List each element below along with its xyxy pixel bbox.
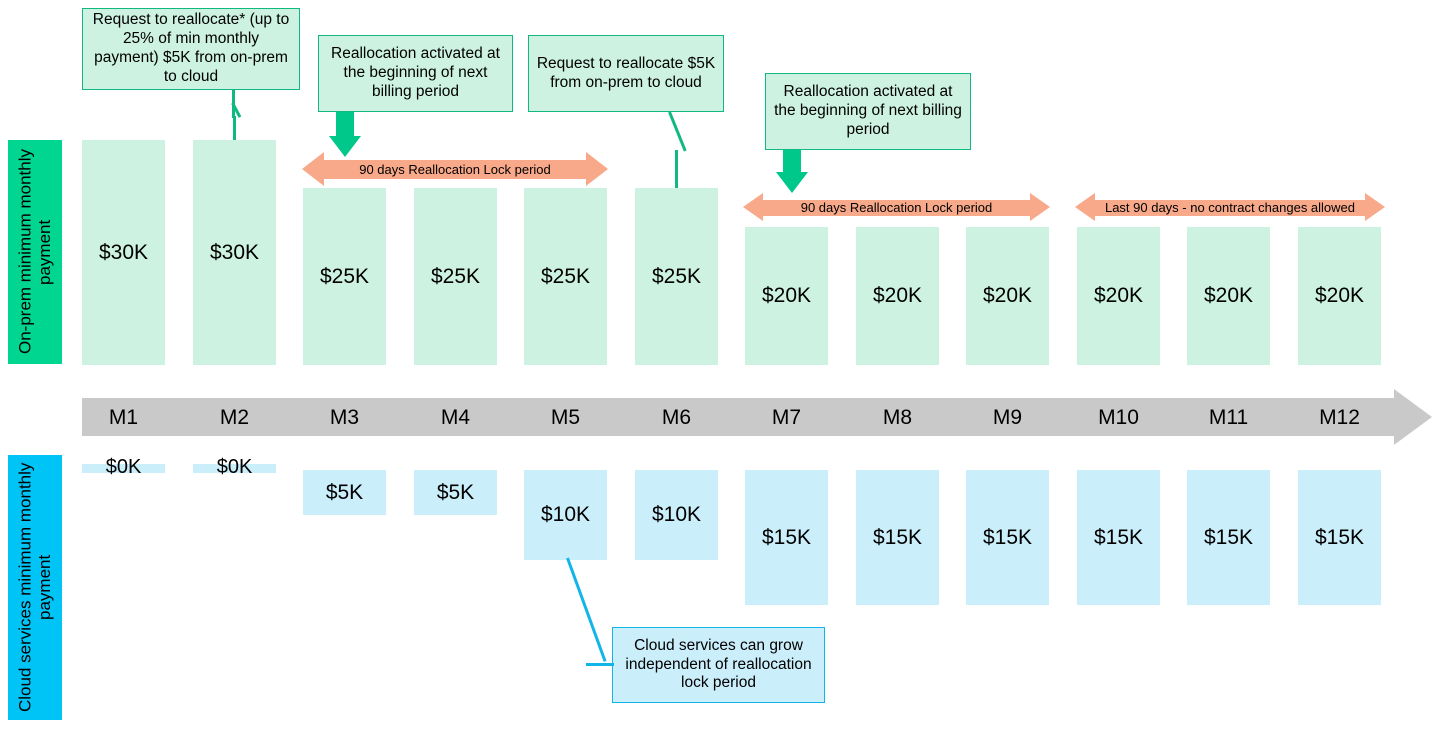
axis-tick-m11: M11 (1208, 406, 1249, 429)
bar-onprem-m4: $25K (414, 188, 497, 365)
bar-cloud-m12-label: $15K (1314, 525, 1365, 549)
axis-tick-m7: M7 (771, 406, 802, 429)
callout-request-reallocate-1[interactable]: Request to reallocate* (up to 25% of min… (82, 8, 300, 90)
lock-arrow-right-head (1365, 193, 1385, 221)
bar-onprem-m4-label: $25K (430, 264, 481, 288)
bar-cloud-m6-label: $10K (651, 503, 702, 526)
lock-period-1-label: 90 days Reallocation Lock period (359, 162, 551, 177)
axis-tick-m2: M2 (219, 406, 250, 429)
bar-cloud-m8: $15K (856, 470, 939, 605)
bar-cloud-m5-label: $10K (540, 503, 591, 526)
callout-reallocation-activated-2[interactable]: Reallocation activated at the beginning … (765, 73, 971, 150)
axis-tick-m9: M9 (992, 406, 1023, 429)
lock-arrow-left-head (743, 193, 763, 221)
callout-request-reallocate-2[interactable]: Request to reallocate $5K from on-prem t… (528, 35, 724, 112)
lock-arrow-shaft (324, 160, 586, 179)
lock-arrow-shaft (763, 200, 1030, 216)
connector-request-1-vertical-lower (233, 116, 236, 142)
bar-cloud-m7: $15K (745, 470, 828, 605)
timeline-axis-arrowhead (1394, 389, 1432, 445)
lock-period-2-label: 90 days Reallocation Lock period (800, 200, 993, 215)
lock-arrow-right-head (586, 152, 608, 186)
bar-onprem-m1: $30K (82, 140, 165, 365)
bar-onprem-m11: $20K (1187, 227, 1270, 365)
bar-onprem-m1-label: $30K (98, 240, 149, 264)
lock-period-3: Last 90 days - no contract changes allow… (1075, 193, 1385, 222)
bar-onprem-m2-label: $30K (209, 240, 260, 264)
bar-onprem-m7-label: $20K (761, 284, 812, 307)
connector-request-2-vertical (675, 150, 678, 190)
bar-cloud-m5: $10K (524, 470, 607, 560)
bar-onprem-m5: $25K (524, 188, 607, 365)
bar-cloud-m4-label: $5K (436, 480, 475, 504)
bar-onprem-m10-label: $20K (1093, 284, 1144, 307)
bar-onprem-m2: $30K (193, 140, 276, 365)
timeline-axis-shaft (82, 398, 1394, 436)
activation-arrow-1 (325, 112, 365, 157)
bar-onprem-m6: $25K (635, 188, 718, 365)
bar-onprem-m9-label: $20K (982, 284, 1033, 307)
bar-onprem-m12: $20K (1298, 227, 1381, 365)
bar-cloud-m9-label: $15K (982, 525, 1033, 549)
lock-arrow-shaft (1095, 200, 1365, 216)
bar-onprem-m7: $20K (745, 227, 828, 365)
activation-arrow-2 (772, 150, 812, 195)
lock-period-1: 90 days Reallocation Lock period (302, 152, 608, 187)
axis-tick-m3: M3 (329, 406, 360, 429)
bar-cloud-m9: $15K (966, 470, 1049, 605)
callout-cloud-grow[interactable]: Cloud services can grow independent of r… (612, 627, 825, 703)
axis-tick-m6: M6 (661, 406, 692, 429)
connector-cloud-grow-diagonal (566, 557, 607, 662)
row-label-cloud: Cloud services minimum monthly payment (8, 455, 62, 720)
axis-tick-m8: M8 (882, 406, 913, 429)
bar-onprem-m6-label: $25K (651, 264, 702, 288)
bar-cloud-m11-label: $15K (1203, 525, 1254, 549)
bar-cloud-m8-label: $15K (872, 525, 923, 549)
bar-cloud-m1: $0K (82, 456, 165, 478)
bar-onprem-m12-label: $20K (1314, 284, 1365, 307)
bar-cloud-m11: $15K (1187, 470, 1270, 605)
bar-onprem-m9: $20K (966, 227, 1049, 365)
bar-onprem-m10: $20K (1077, 227, 1160, 365)
bar-onprem-m8: $20K (856, 227, 939, 365)
bar-cloud-m1-label: $0K (105, 456, 142, 478)
lock-arrow-right-head (1030, 193, 1050, 221)
bar-onprem-m3-label: $25K (319, 264, 370, 288)
bar-cloud-m3: $5K (303, 470, 386, 515)
bar-cloud-m2: $0K (193, 456, 276, 478)
callout-reallocation-activated-1[interactable]: Reallocation activated at the beginning … (318, 35, 513, 112)
lock-period-3-label: Last 90 days - no contract changes allow… (1104, 200, 1356, 215)
bar-cloud-m12: $15K (1298, 470, 1381, 605)
row-label-onprem: On-prem minimum monthly payment (8, 140, 62, 364)
axis-tick-m10: M10 (1098, 406, 1139, 429)
bar-cloud-m10: $15K (1077, 470, 1160, 605)
bar-onprem-m3: $25K (303, 188, 386, 365)
bar-cloud-m6: $10K (635, 470, 718, 560)
bar-onprem-m8-label: $20K (872, 284, 923, 307)
axis-tick-m4: M4 (440, 406, 471, 429)
bar-cloud-m4: $5K (414, 470, 497, 515)
bar-cloud-m2-label: $0K (216, 456, 253, 478)
bar-onprem-m5-label: $25K (540, 264, 591, 288)
bar-onprem-m11-label: $20K (1203, 284, 1254, 307)
axis-tick-m1: M1 (108, 406, 139, 429)
lock-arrow-left-head (1075, 193, 1095, 221)
bar-cloud-m7-label: $15K (761, 525, 812, 549)
bar-cloud-m3-label: $5K (325, 480, 364, 504)
lock-period-2: 90 days Reallocation Lock period (743, 193, 1050, 222)
connector-cloud-grow-horizontal (586, 663, 614, 666)
bar-cloud-m10-label: $15K (1093, 525, 1144, 549)
axis-tick-m12: M12 (1319, 406, 1360, 429)
axis-tick-m5: M5 (550, 406, 581, 429)
lock-arrow-left-head (302, 152, 324, 186)
connector-request-2-diagonal (668, 111, 687, 152)
